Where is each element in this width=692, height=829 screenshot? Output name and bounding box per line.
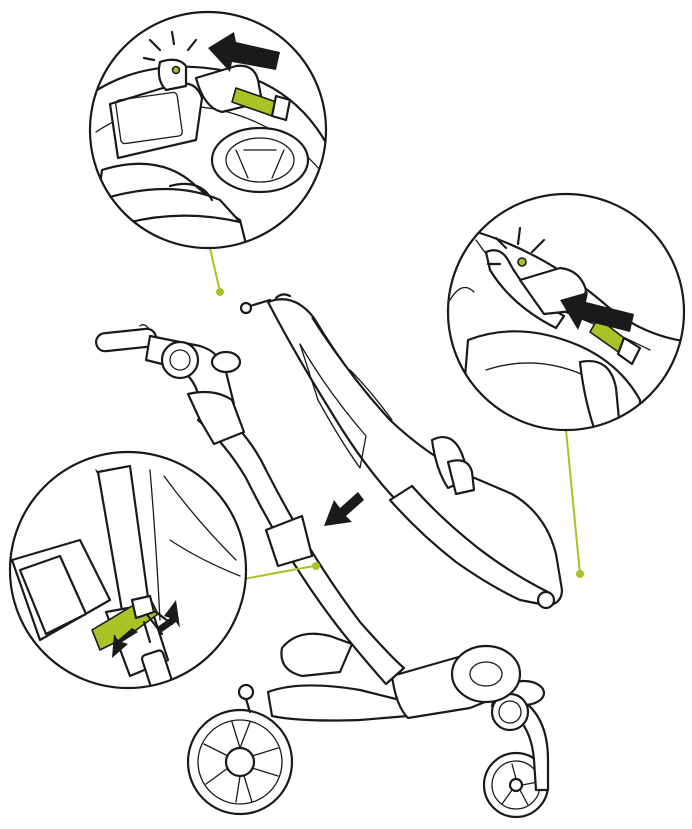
seat (239, 293, 564, 610)
rear-wheel (186, 683, 294, 816)
callout-leaders (209, 247, 584, 581)
stroller-body (95, 293, 564, 819)
detail-circle-seat-release (446, 192, 686, 432)
detail-circle-tray-release (88, 10, 328, 250)
opposing-arrows-icon (112, 628, 138, 658)
detail-circle-frame-latch (8, 450, 248, 690)
base-frame (266, 632, 522, 722)
handle (95, 324, 246, 446)
arrow-left-icon (208, 32, 280, 72)
opposing-arrows-icon (156, 600, 180, 632)
arrow-left-icon (560, 292, 634, 332)
arrow-down-left-icon (324, 492, 364, 526)
main-frame-tube (196, 404, 406, 686)
